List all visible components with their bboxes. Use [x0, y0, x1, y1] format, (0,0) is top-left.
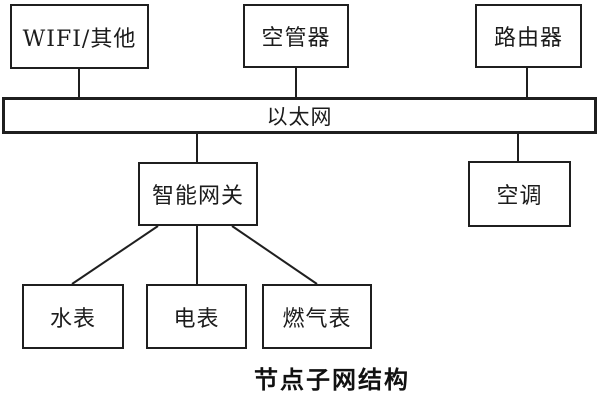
node-water-meter-label: 水表	[49, 306, 96, 332]
diagram-caption: 节点子网结构	[254, 366, 410, 394]
node-air-conditioner: 空调	[468, 161, 571, 227]
node-wifi-label: WIFI/其他	[22, 26, 137, 52]
node-air-conditioner-label: 空调	[496, 184, 543, 209]
node-smart-gateway: 智能网关	[138, 162, 258, 226]
node-ethernet-label: 以太网	[266, 104, 333, 129]
node-gas-meter-label: 燃气表	[282, 306, 352, 332]
node-router: 路由器	[475, 4, 582, 68]
edge-gateway-gas-meter	[231, 225, 318, 285]
node-router-label: 路由器	[493, 26, 563, 51]
node-air-controller-label: 空管器	[261, 26, 331, 51]
node-ethernet-bus: 以太网	[2, 97, 597, 134]
node-electric-meter-label: 电表	[173, 306, 220, 332]
node-water-meter: 水表	[22, 284, 124, 349]
node-electric-meter: 电表	[146, 284, 247, 349]
node-air-controller: 空管器	[243, 4, 349, 68]
edge-gateway-water-meter	[71, 225, 159, 285]
node-smart-gateway-label: 智能网关	[151, 184, 244, 209]
node-gas-meter: 燃气表	[262, 284, 372, 349]
node-wifi: WIFI/其他	[10, 4, 149, 69]
